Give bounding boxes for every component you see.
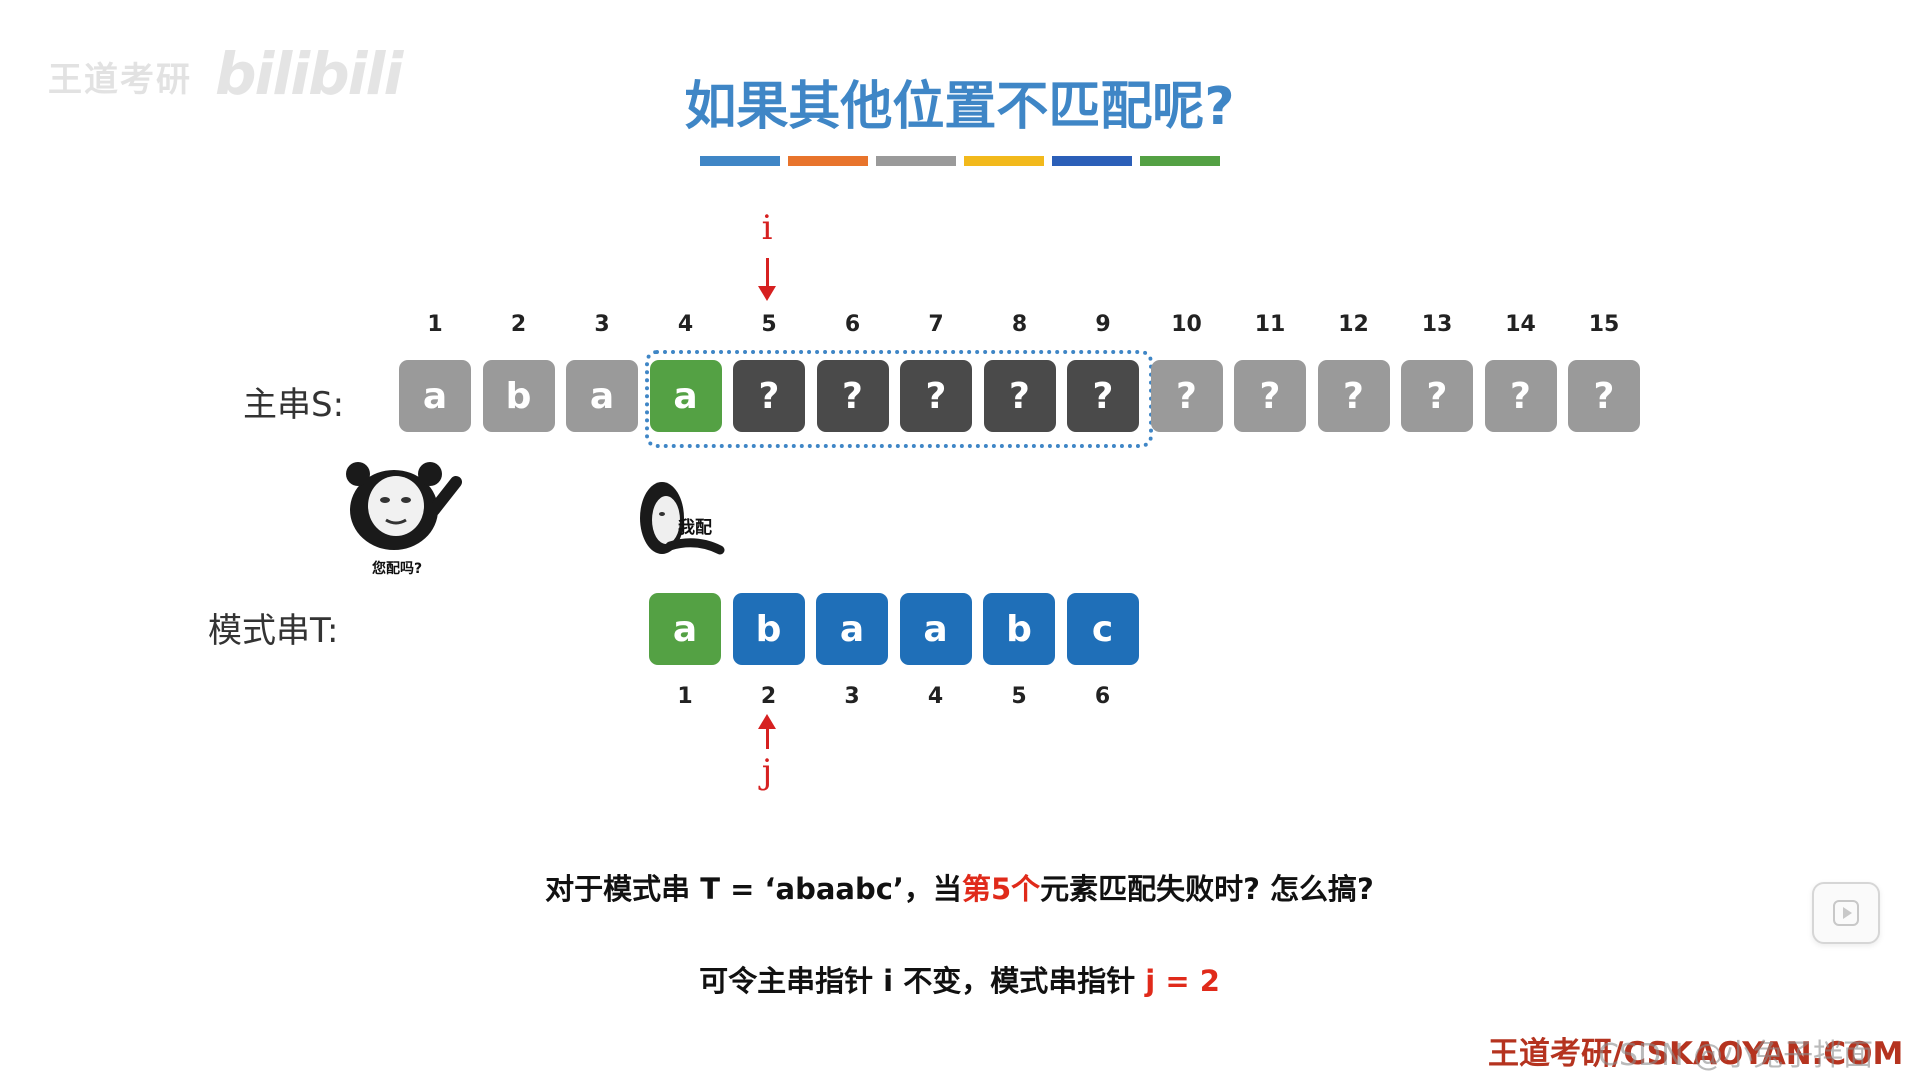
pointer-i-label: i bbox=[761, 208, 773, 248]
pointer-i-arrow-shaft bbox=[766, 258, 769, 288]
panda-meme-big bbox=[338, 460, 462, 570]
main-index-3: 3 bbox=[594, 312, 610, 337]
main-index-14: 14 bbox=[1505, 312, 1536, 337]
main-cell-1: a bbox=[399, 360, 471, 432]
main-cell-11: ? bbox=[1234, 360, 1306, 432]
pattern-index-4: 4 bbox=[927, 684, 944, 709]
main-string-label: 主串S: bbox=[243, 385, 345, 425]
pattern-index-5: 5 bbox=[1011, 684, 1027, 709]
answer-text: 可令主串指针 i 不变，模式串指针 j = 2 bbox=[0, 958, 1919, 1000]
pattern-cell-2: b bbox=[732, 593, 805, 665]
answer-text-highlight: j = 2 bbox=[1145, 964, 1220, 998]
panda-face-small-icon bbox=[640, 482, 725, 555]
main-index-11: 11 bbox=[1254, 312, 1286, 337]
accent-bar-1 bbox=[700, 156, 780, 166]
pattern-cell-5: b bbox=[983, 593, 1055, 665]
main-index-7: 7 bbox=[928, 312, 944, 337]
watermark-wangdao: 王道考研 bbox=[48, 60, 192, 100]
main-index-2: 2 bbox=[510, 312, 527, 337]
main-index-4: 4 bbox=[677, 312, 694, 337]
accent-bar-2 bbox=[788, 156, 868, 166]
main-cell-4: a bbox=[649, 360, 722, 432]
main-cell-8: ? bbox=[983, 360, 1056, 432]
play-button[interactable] bbox=[1812, 882, 1880, 944]
panda-face-icon bbox=[346, 462, 462, 550]
pattern-index-2: 2 bbox=[760, 684, 777, 709]
pattern-cell-4: a bbox=[899, 593, 972, 665]
accent-bar-3 bbox=[876, 156, 956, 166]
footer-brand: 王道考研/CSKAOYAN.COM bbox=[1488, 1036, 1904, 1072]
pointer-i-arrow-head bbox=[758, 286, 776, 301]
main-cell-2: b bbox=[482, 360, 555, 432]
main-index-10: 10 bbox=[1171, 312, 1202, 337]
main-index-5: 5 bbox=[761, 312, 777, 337]
pattern-string-label: 模式串T: bbox=[208, 611, 339, 651]
csdn-watermark: CSDN @小兔子拌面 bbox=[1598, 1038, 1874, 1073]
pointer-j-arrow-shaft bbox=[766, 727, 769, 749]
main-cell-6: ? bbox=[816, 360, 889, 432]
watermark-bilibili-logo: bilibili bbox=[215, 40, 403, 108]
play-icon bbox=[1833, 900, 1859, 926]
main-cell-3: a bbox=[566, 360, 638, 432]
main-cell-7: ? bbox=[900, 360, 972, 432]
question-text: 对于模式串 T = ‘abaabc’，当第5个元素匹配失败时? 怎么搞? bbox=[0, 866, 1919, 908]
slide-title: 如果其他位置不匹配呢? bbox=[684, 77, 1235, 137]
accent-bar-6 bbox=[1140, 156, 1220, 166]
accent-bar-4 bbox=[964, 156, 1044, 166]
pattern-index-6: 6 bbox=[1094, 684, 1111, 709]
main-cell-9: ? bbox=[1067, 360, 1139, 432]
main-index-13: 13 bbox=[1421, 312, 1453, 337]
question-text-highlight: 第5个 bbox=[961, 872, 1041, 906]
pattern-index-3: 3 bbox=[844, 684, 860, 709]
main-cell-13: ? bbox=[1401, 360, 1473, 432]
main-index-6: 6 bbox=[844, 312, 861, 337]
main-cell-12: ? bbox=[1317, 360, 1390, 432]
main-index-1: 1 bbox=[427, 312, 443, 337]
main-index-12: 12 bbox=[1338, 312, 1369, 337]
main-index-15: 15 bbox=[1588, 312, 1620, 337]
pattern-cell-1: a bbox=[649, 593, 721, 665]
answer-text-before: 可令主串指针 i 不变，模式串指针 bbox=[699, 964, 1146, 998]
pointer-j-label: j bbox=[761, 752, 773, 792]
main-cell-14: ? bbox=[1484, 360, 1557, 432]
pointer-j-arrow-head bbox=[758, 714, 776, 729]
title-accent-bars bbox=[700, 156, 1220, 166]
question-text-after: 元素匹配失败时? 怎么搞? bbox=[1040, 872, 1374, 906]
main-index-8: 8 bbox=[1011, 312, 1028, 337]
main-cell-15: ? bbox=[1568, 360, 1640, 432]
main-cell-5: ? bbox=[733, 360, 805, 432]
panda-meme-big-caption: 您配吗? bbox=[372, 561, 423, 577]
pattern-cell-3: a bbox=[816, 593, 888, 665]
main-cell-10: ? bbox=[1150, 360, 1223, 432]
question-text-before: 对于模式串 T = ‘abaabc’，当 bbox=[545, 872, 962, 906]
pattern-cell-6: c bbox=[1066, 593, 1139, 665]
panda-meme-small bbox=[640, 478, 726, 562]
accent-bar-5 bbox=[1052, 156, 1132, 166]
pattern-index-1: 1 bbox=[677, 684, 693, 709]
panda-meme-small-caption: 我配 bbox=[678, 518, 712, 538]
main-index-9: 9 bbox=[1095, 312, 1111, 337]
